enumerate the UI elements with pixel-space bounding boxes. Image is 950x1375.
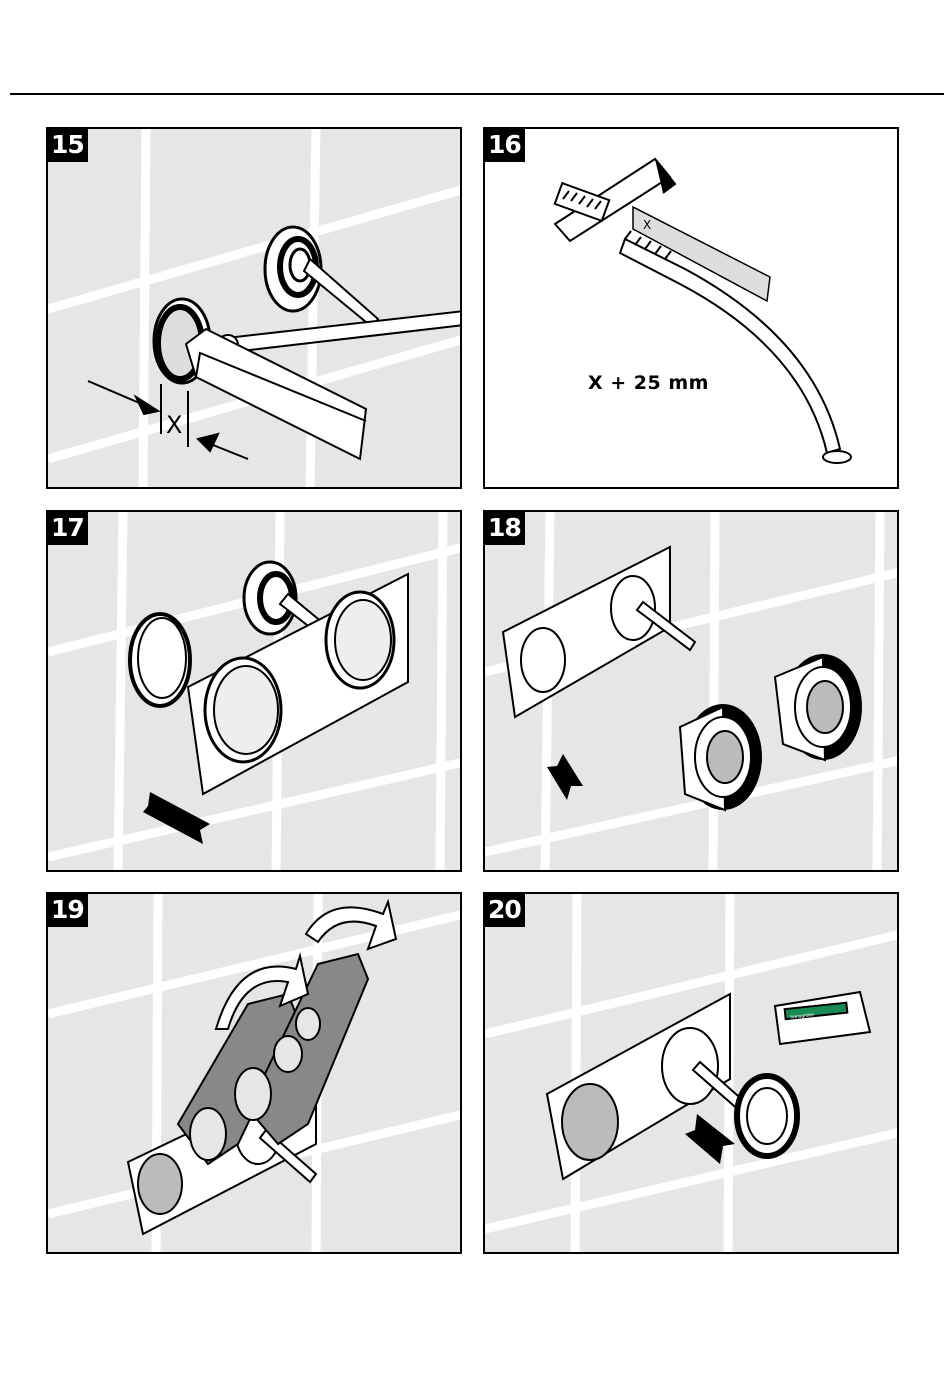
step-19-panel: 19: [46, 892, 462, 1254]
measure-x-label: X: [166, 411, 182, 439]
direction-arrow: [547, 754, 583, 800]
cover-sleeve-left: [680, 705, 761, 810]
mounting-plate: [503, 547, 695, 717]
step-number-badge: 20: [485, 894, 525, 927]
step-number-badge: 16: [485, 129, 525, 162]
wrench-tools: [178, 954, 368, 1164]
step-18-illustration: [485, 512, 899, 872]
step-16-panel: 16 X X + 25 mm: [483, 127, 899, 489]
step-number-badge: 18: [485, 512, 525, 545]
step-number-badge: 15: [48, 129, 88, 162]
step-15-panel: 15 X: [46, 127, 462, 489]
step-number-badge: 19: [48, 894, 88, 927]
header-rule: [10, 93, 944, 95]
wall-flange-right: [265, 227, 378, 327]
step-number-badge: 17: [48, 512, 88, 545]
step-17-panel: 17: [46, 510, 462, 872]
step-20-panel: 20 hansgrohe: [483, 892, 899, 1254]
grease-tube-icon: hansgrohe: [775, 992, 870, 1044]
step-20-illustration: hansgrohe: [485, 894, 899, 1254]
step-15-illustration: X: [48, 129, 462, 489]
escutcheon-ring: [130, 614, 190, 706]
cut-marker-x: X: [643, 218, 651, 232]
step-16-illustration: X: [485, 129, 899, 489]
cut-length-caption: X + 25 mm: [588, 372, 709, 394]
step-19-illustration: [48, 894, 462, 1254]
cover-sleeve-right: [775, 655, 861, 760]
wall-tile-grout: [48, 129, 462, 489]
step-18-panel: 18: [483, 510, 899, 872]
rosette-cover: [737, 1076, 797, 1156]
step-17-illustration: [48, 512, 462, 872]
